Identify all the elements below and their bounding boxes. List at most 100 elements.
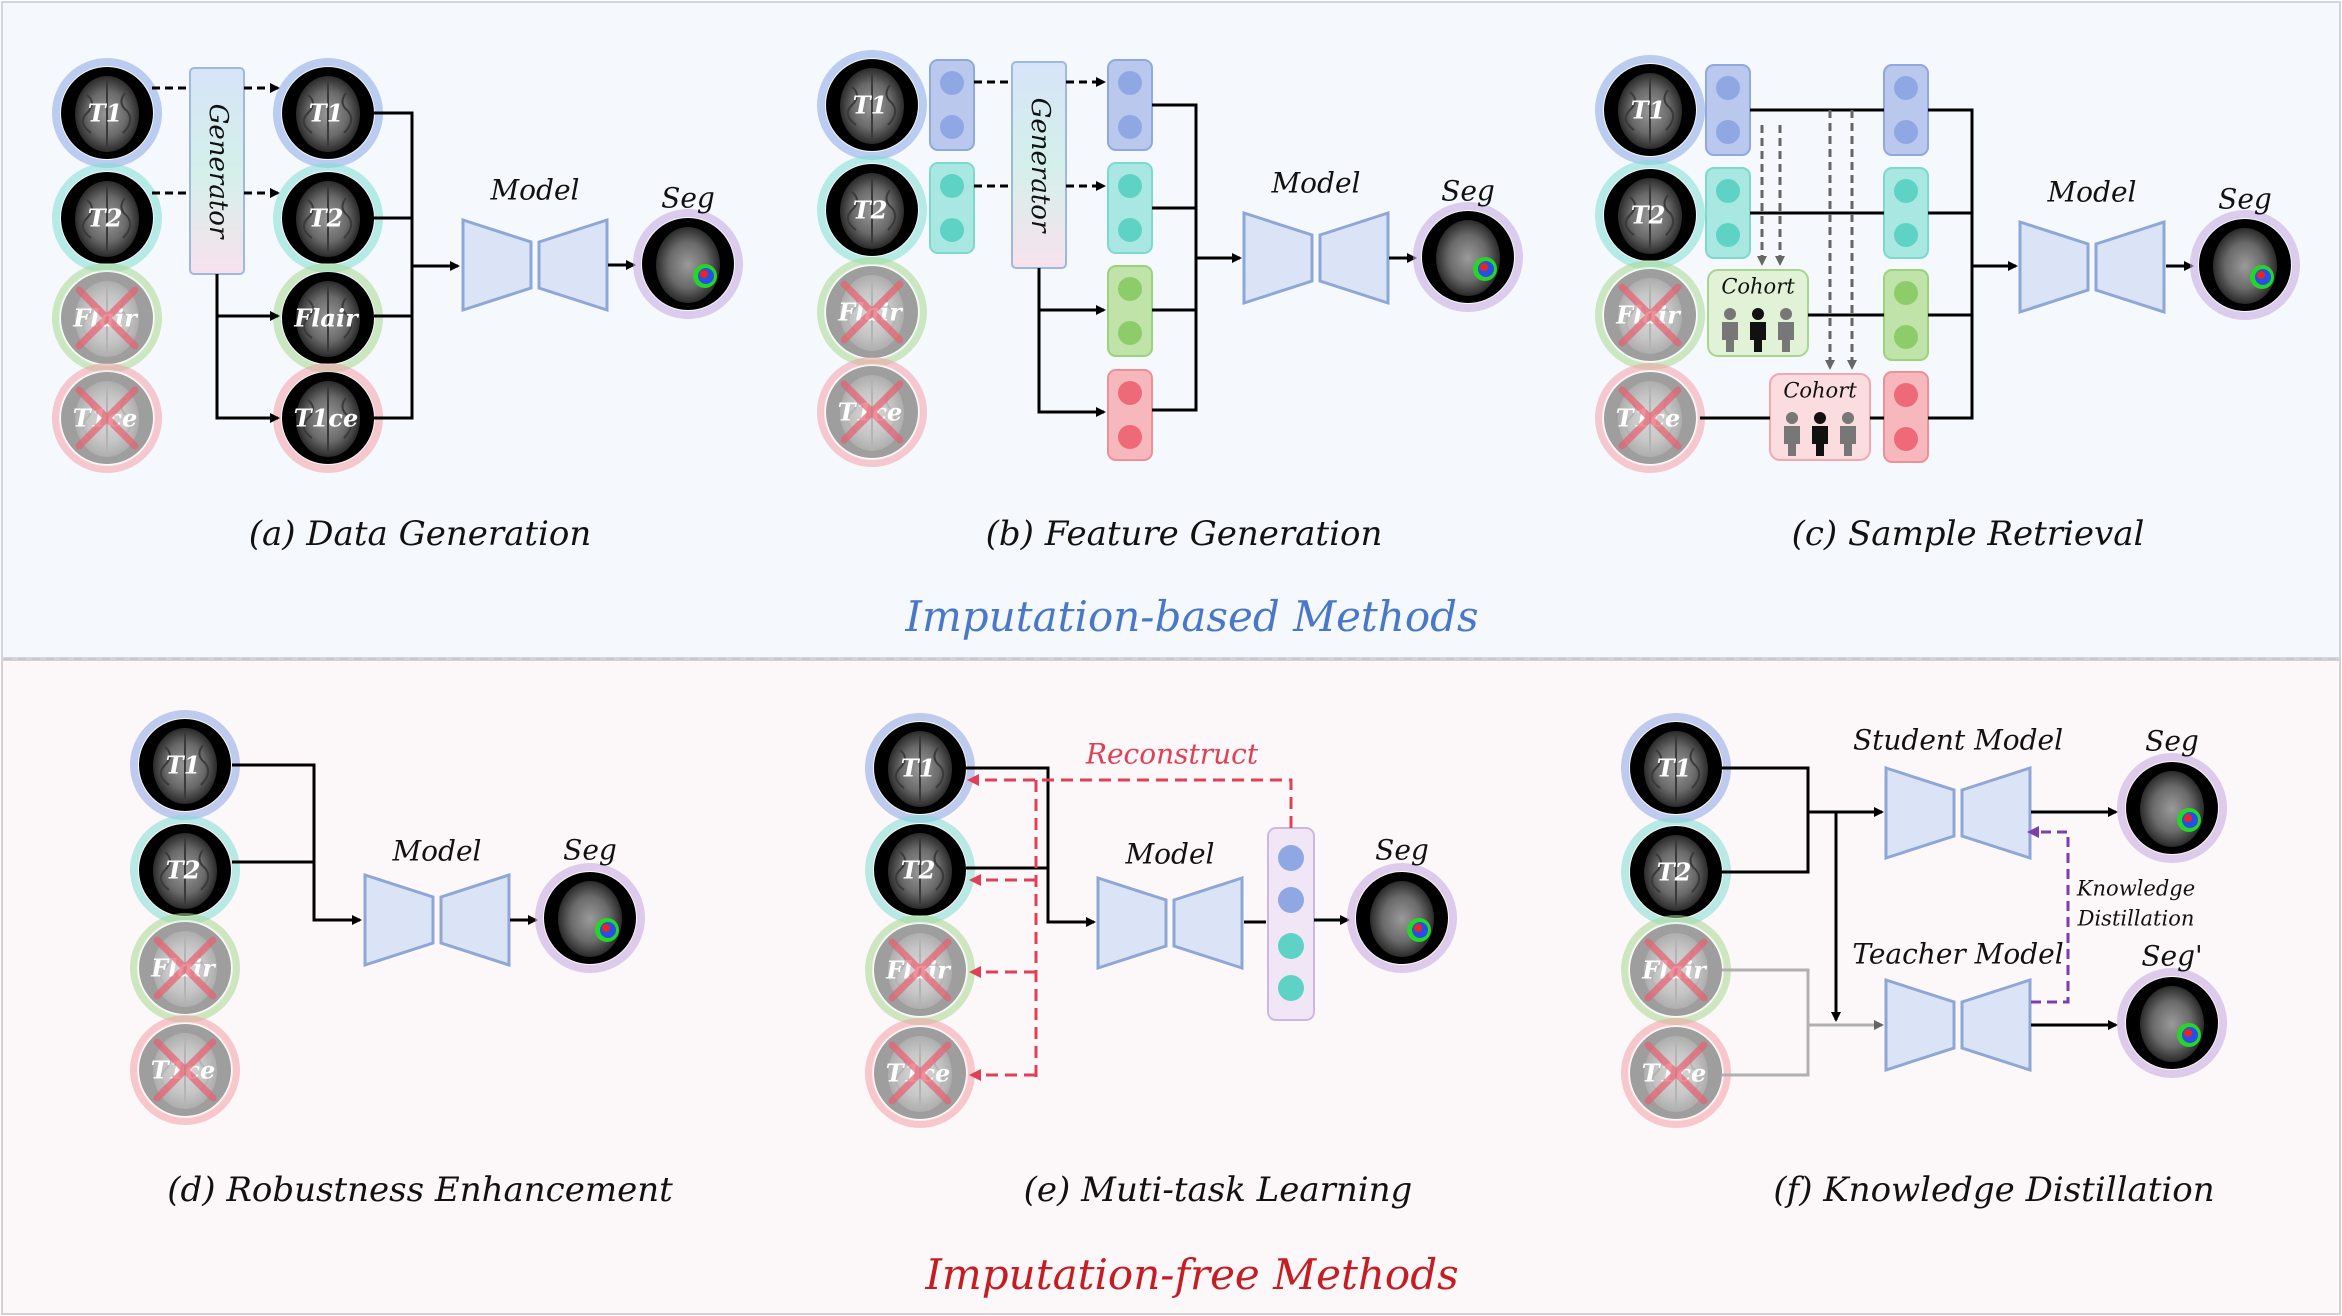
modality-label: T1: [853, 91, 888, 120]
decoder-icon: [2094, 219, 2166, 315]
connector: [1722, 766, 1810, 874]
feature-dot: [940, 71, 964, 95]
person-icon: [1784, 412, 1800, 456]
brain-mri-icon: [2140, 771, 2204, 847]
tumor-enhancing: [2184, 814, 2192, 822]
panel-caption: (b) Feature Generation: [986, 514, 1383, 554]
feature-dot: [1278, 975, 1304, 1001]
brain-mri-icon: [1436, 220, 1500, 296]
model-icon: Model: [363, 835, 511, 968]
missing-modality-t1ce: T1ce: [1621, 1018, 1731, 1128]
feature-vector: [1267, 827, 1315, 1021]
encoder-icon: [363, 872, 435, 968]
connector: [232, 763, 362, 925]
brain-scan-t2: T2: [130, 815, 240, 925]
connector: [966, 766, 1096, 927]
encoder-icon: [1096, 875, 1168, 971]
feature-dot: [940, 174, 964, 198]
red-cross-icon: [1618, 386, 1682, 450]
generator-block: Generator: [1011, 61, 1067, 269]
panel-e-multitask-learning: T1T2FlairT1ceModelSegReconstruct(e) Muti…: [865, 713, 1457, 1210]
tumor-enhancing: [2257, 271, 2265, 279]
feature-block: [1107, 59, 1153, 151]
red-cross-icon: [1644, 1041, 1708, 1105]
encoder-icon: [1884, 765, 1956, 861]
missing-modality-t1ce: T1ce: [52, 363, 162, 473]
person-body: [1778, 322, 1794, 352]
model-icon: Model: [461, 174, 609, 313]
brain-scan-t2: T2: [817, 155, 927, 265]
missing-modality-t1ce: T1ce: [817, 357, 927, 467]
missing-modality-flair: Flair: [1621, 915, 1731, 1025]
red-cross-icon: [75, 286, 139, 350]
seg-label: Seg: [661, 182, 715, 215]
brain-folds: [846, 176, 897, 244]
brain-scan-t1: T1: [1595, 55, 1705, 165]
brain-folds: [302, 184, 353, 252]
panel-caption: (e) Muti-task Learning: [1024, 1170, 1413, 1210]
missing-modality-flair: Flair: [1595, 260, 1705, 370]
feature-dot: [1118, 218, 1142, 242]
feature-dot: [1894, 223, 1918, 247]
missing-modality-t1ce: T1ce: [865, 1018, 975, 1128]
model-icon: Teacher Model: [1852, 938, 2064, 1073]
encoder-icon: [461, 217, 533, 313]
brain-mri-icon: [1370, 881, 1434, 957]
model-icon: Model: [2018, 176, 2166, 315]
person-body: [1840, 426, 1856, 456]
model-label: Model: [392, 835, 482, 868]
red-cross-icon: [1618, 283, 1682, 347]
seg-prime-label: Seg': [2141, 940, 2202, 973]
seg-glow: [633, 209, 743, 319]
red-cross-icon: [153, 936, 217, 1000]
person-icon: [1750, 308, 1766, 352]
feature-dot: [1894, 281, 1918, 305]
model-icon: Student Model: [1853, 724, 2063, 861]
decoder-icon: [1172, 875, 1244, 971]
model-label: Model: [490, 174, 580, 207]
generator-block: Generator: [189, 67, 245, 275]
seg-glow: [2117, 753, 2227, 863]
feature-block: [1705, 167, 1751, 259]
decoder-icon: [537, 217, 609, 313]
connector: [967, 774, 1293, 828]
brain-folds: [302, 284, 353, 352]
person-head: [1814, 412, 1826, 424]
feature-dot: [940, 115, 964, 139]
brain-scan-t1: T1: [52, 58, 162, 168]
feature-block: [1883, 269, 1929, 361]
segmentation-output: [2117, 753, 2227, 863]
red-cross-icon: [888, 938, 952, 1002]
segmentation-output: [2190, 210, 2300, 320]
missing-modality-flair: Flair: [817, 257, 927, 367]
model-label: Model: [2047, 176, 2137, 209]
decoder-icon: [1960, 765, 2032, 861]
decoder-icon: [1960, 977, 2032, 1073]
feature-dot: [1894, 120, 1918, 144]
feature-block: [1883, 167, 1929, 259]
encoder-icon: [1242, 210, 1314, 306]
brain-folds: [894, 836, 945, 904]
modality-label: T1ce: [294, 404, 358, 433]
modality-label: T2: [1657, 858, 1692, 887]
model-label: Student Model: [1853, 724, 2063, 757]
feature-dot: [1894, 325, 1918, 349]
modality-label: T1: [309, 99, 344, 128]
cohort-label: Cohort: [1721, 275, 1795, 299]
seg-label: Seg: [1441, 175, 1495, 208]
brain-folds: [159, 836, 210, 904]
feature-dot: [940, 218, 964, 242]
panel-b-feature-generation: T1T2FlairT1ceGeneratorModelSeg(b) Featur…: [817, 50, 1523, 554]
missing-modality-flair: Flair: [865, 915, 975, 1025]
cohort-box: Cohort: [1769, 373, 1871, 461]
person-head: [1786, 412, 1798, 424]
encoder-icon: [2018, 219, 2090, 315]
brain-folds: [1624, 181, 1675, 249]
decoder-icon: [439, 872, 511, 968]
brain-scan-t2: T2: [273, 163, 383, 273]
segmentation-output: [1347, 863, 1457, 973]
tumor-enhancing: [602, 924, 610, 932]
feature-block: [1883, 64, 1929, 156]
brain-mri-icon: [2140, 986, 2204, 1062]
model-label: Model: [1125, 838, 1215, 871]
